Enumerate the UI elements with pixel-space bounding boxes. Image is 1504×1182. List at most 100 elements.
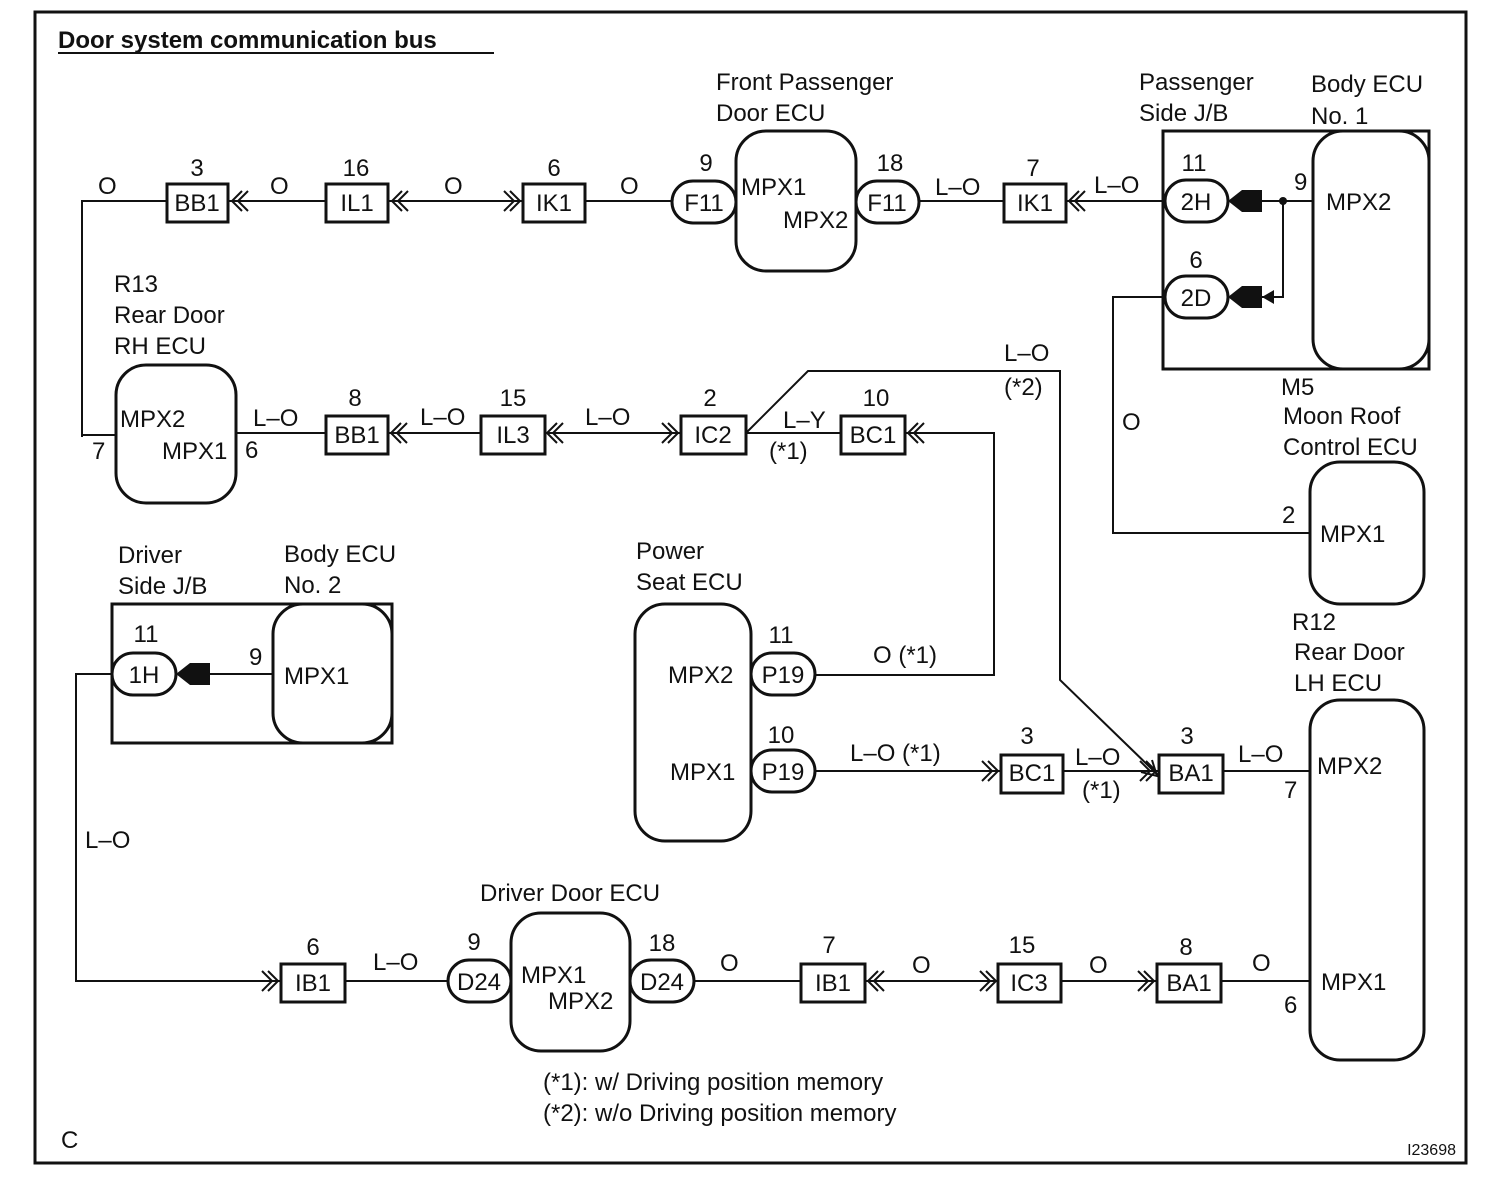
driver-door-ecu-pin2: MPX2 — [548, 988, 613, 1015]
svg-text:O: O — [620, 173, 639, 200]
svg-text:O: O — [98, 173, 117, 200]
svg-text:3: 3 — [1020, 723, 1033, 750]
passenger-side-jb-name1: Passenger — [1139, 69, 1254, 96]
legend-note-2: (*2): w/o Driving position memory — [543, 1100, 896, 1127]
power-seat-ecu-name2: Seat ECU — [636, 569, 743, 596]
connector-2d: 2D — [1181, 285, 1212, 312]
body-ecu-1-name1: Body ECU — [1311, 71, 1423, 98]
driver-door-ecu-pin1: MPX1 — [521, 962, 586, 989]
connector-il1: IL1 — [340, 190, 373, 217]
moon-roof-ecu-name2: Moon Roof — [1283, 403, 1401, 430]
connector-bc1-bottom: BC1 — [1009, 760, 1056, 787]
svg-text:10: 10 — [768, 722, 795, 749]
rear-door-rh-pin-number-6: 6 — [245, 437, 258, 464]
driver-side-jb-name1: Driver — [118, 542, 182, 569]
rear-door-lh-ecu-pin2: MPX1 — [1321, 969, 1386, 996]
svg-text:(*1): (*1) — [1082, 777, 1121, 804]
moon-roof-ecu-box — [1308, 460, 1426, 606]
svg-text:18: 18 — [877, 150, 904, 177]
svg-text:O: O — [444, 173, 463, 200]
body-ecu-1-name2: No. 1 — [1311, 103, 1368, 130]
jb-2d-feed-arrow — [1262, 290, 1274, 304]
connector-f11-left: F11 — [684, 190, 724, 217]
figure-id: I23698 — [1407, 1142, 1456, 1159]
svg-text:11: 11 — [134, 621, 159, 648]
svg-text:6: 6 — [547, 155, 560, 182]
svg-text:11: 11 — [1182, 150, 1207, 177]
connector-p19-top: P19 — [762, 662, 805, 689]
connector-p19-bottom: P19 — [762, 759, 805, 786]
svg-text:L–O: L–O — [1075, 744, 1120, 771]
front-passenger-door-ecu-box — [734, 129, 858, 273]
connector-codes: BB1 IL1 IK1 F11 F11 IK1 2H 2D BB1 IL3 IC… — [129, 189, 1214, 997]
svg-text:18: 18 — [649, 930, 676, 957]
front-passenger-door-ecu-name2: Door ECU — [716, 100, 825, 127]
connector-ik1-left: IK1 — [536, 190, 572, 217]
connector-ba1-top: BA1 — [1168, 760, 1213, 787]
wire-labels: O O O O L–O L–O L–O L–O L–O L–Y (*1) L–O… — [85, 172, 1283, 979]
connector-f11-right: F11 — [867, 190, 907, 217]
svg-text:O: O — [270, 173, 289, 200]
rear-door-rh-ecu-pin1: MPX2 — [120, 406, 185, 433]
power-seat-ecu-pin1: MPX2 — [668, 662, 733, 689]
connector-ib1-right: IB1 — [815, 970, 851, 997]
svg-text:L–O: L–O — [420, 404, 465, 431]
rear-door-rh-ecu-pin2: MPX1 — [162, 438, 227, 465]
connector-boxes — [165, 182, 1225, 1004]
body-ecu-1-pin: MPX2 — [1326, 189, 1391, 216]
svg-text:O: O — [720, 950, 739, 977]
svg-text:O: O — [912, 952, 931, 979]
moon-roof-ecu-name3: Control ECU — [1283, 434, 1418, 461]
connector-ib1-left: IB1 — [295, 970, 331, 997]
svg-text:L–O: L–O — [1004, 340, 1049, 367]
rear-door-lh-ecu-name2: Rear Door — [1294, 639, 1405, 666]
connector-bb1-mid: BB1 — [334, 422, 379, 449]
svg-text:L–O: L–O — [935, 174, 980, 201]
rear-door-lh-ecu-name1: R12 — [1292, 609, 1336, 636]
diagram-frame — [33, 10, 1468, 1165]
svg-text:L–O (*1): L–O (*1) — [850, 740, 941, 767]
passenger-side-jb-name2: Side J/B — [1139, 100, 1228, 127]
body-ecu-2-name1: Body ECU — [284, 541, 396, 568]
body-ecu-1-pin-number: 9 — [1294, 169, 1307, 196]
svg-text:L–O: L–O — [1238, 741, 1283, 768]
svg-text:(*1): (*1) — [769, 438, 808, 465]
svg-text:16: 16 — [343, 155, 370, 182]
svg-text:8: 8 — [1179, 934, 1192, 961]
body-ecu-2-box — [271, 602, 394, 745]
rear-door-rh-ecu-name3: RH ECU — [114, 333, 206, 360]
rear-door-lh-ecu-box — [1308, 698, 1426, 1062]
rear-door-rh-ecu-box — [114, 363, 238, 505]
power-seat-ecu-name1: Power — [636, 538, 704, 565]
power-seat-ecu-box — [633, 602, 753, 843]
body-ecu-1-box — [1311, 129, 1431, 371]
corner-label: C — [61, 1127, 78, 1154]
body-ecu-2-pin: MPX1 — [284, 663, 349, 690]
jb-arrowheads — [176, 190, 1262, 685]
rear-door-rh-ecu-name2: Rear Door — [114, 302, 225, 329]
connector-d24-right: D24 — [640, 969, 684, 996]
svg-text:7: 7 — [822, 932, 835, 959]
connector-bb1-top: BB1 — [174, 190, 219, 217]
driver-side-jb-name2: Side J/B — [118, 573, 207, 600]
body-ecu-2-pin-number: 9 — [249, 644, 262, 671]
front-passenger-door-ecu-pin2: MPX2 — [783, 207, 848, 234]
inline-connectors — [110, 178, 1230, 1004]
svg-text:L–O: L–O — [373, 949, 418, 976]
connector-ba1-bottom: BA1 — [1166, 970, 1211, 997]
svg-text:10: 10 — [863, 385, 890, 412]
svg-text:15: 15 — [500, 385, 527, 412]
connector-pin-numbers: 3 16 6 9 18 7 11 6 8 15 2 10 11 11 10 3 … — [134, 150, 1207, 961]
svg-text:O: O — [1089, 952, 1108, 979]
moon-roof-ecu-pin: MPX1 — [1320, 521, 1385, 548]
svg-text:7: 7 — [1026, 155, 1039, 182]
front-passenger-door-ecu-pin1: MPX1 — [741, 174, 806, 201]
svg-text:11: 11 — [769, 622, 794, 649]
svg-text:9: 9 — [699, 150, 712, 177]
svg-text:L–O: L–O — [1094, 172, 1139, 199]
connector-2h: 2H — [1181, 189, 1212, 216]
ba1-arrowhead — [1140, 759, 1159, 778]
diagram-title: Door system communication bus — [58, 27, 437, 54]
connector-il3: IL3 — [496, 422, 529, 449]
